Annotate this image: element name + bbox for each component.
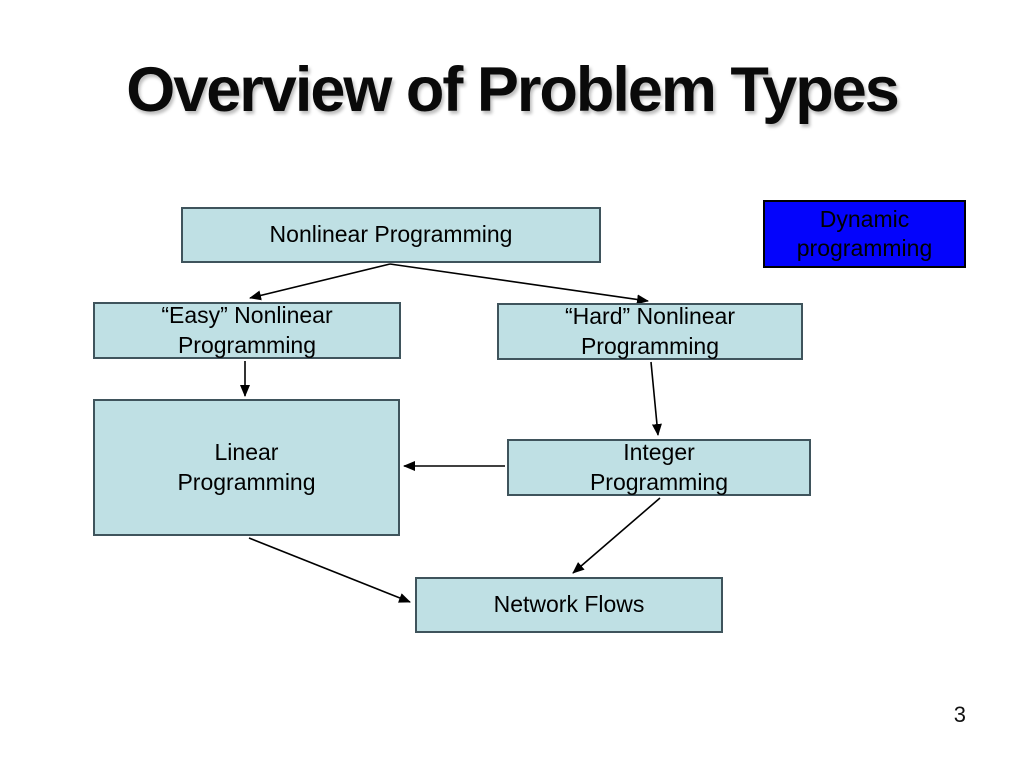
node-label: Nonlinear Programming: [269, 221, 513, 248]
page-number: 3: [953, 702, 966, 727]
edge-nonlinear-to-hard: [389, 263, 649, 305]
edge-hard-to-integer: [650, 361, 662, 436]
slide-title: Overview of Problem Types: [126, 55, 900, 125]
node-easy-nonlinear-programming: “Easy” Nonlinear Programming: [93, 302, 401, 359]
node-hard-nonlinear-programming: “Hard” Nonlinear Programming: [497, 303, 803, 360]
node-integer-programming: Integer Programming: [507, 439, 811, 496]
edge-linear-to-network: [248, 537, 411, 603]
node-label: Integer Programming: [589, 439, 729, 495]
edge-nonlinear-to-easy: [249, 263, 391, 301]
node-label: “Hard” Nonlinear Programming: [564, 303, 735, 359]
node-nonlinear-programming: Nonlinear Programming: [181, 207, 601, 263]
node-linear-programming: Linear Programming: [93, 399, 400, 536]
node-label: Linear Programming: [177, 439, 316, 495]
node-network-flows: Network Flows: [415, 577, 723, 633]
node-dynamic-programming: Dynamic programming: [763, 200, 966, 268]
node-label: Dynamic programming: [796, 205, 933, 261]
edge-integer-to-network: [572, 497, 661, 574]
node-label: “Easy” Nonlinear Programming: [161, 302, 333, 358]
node-label: Network Flows: [493, 591, 645, 618]
